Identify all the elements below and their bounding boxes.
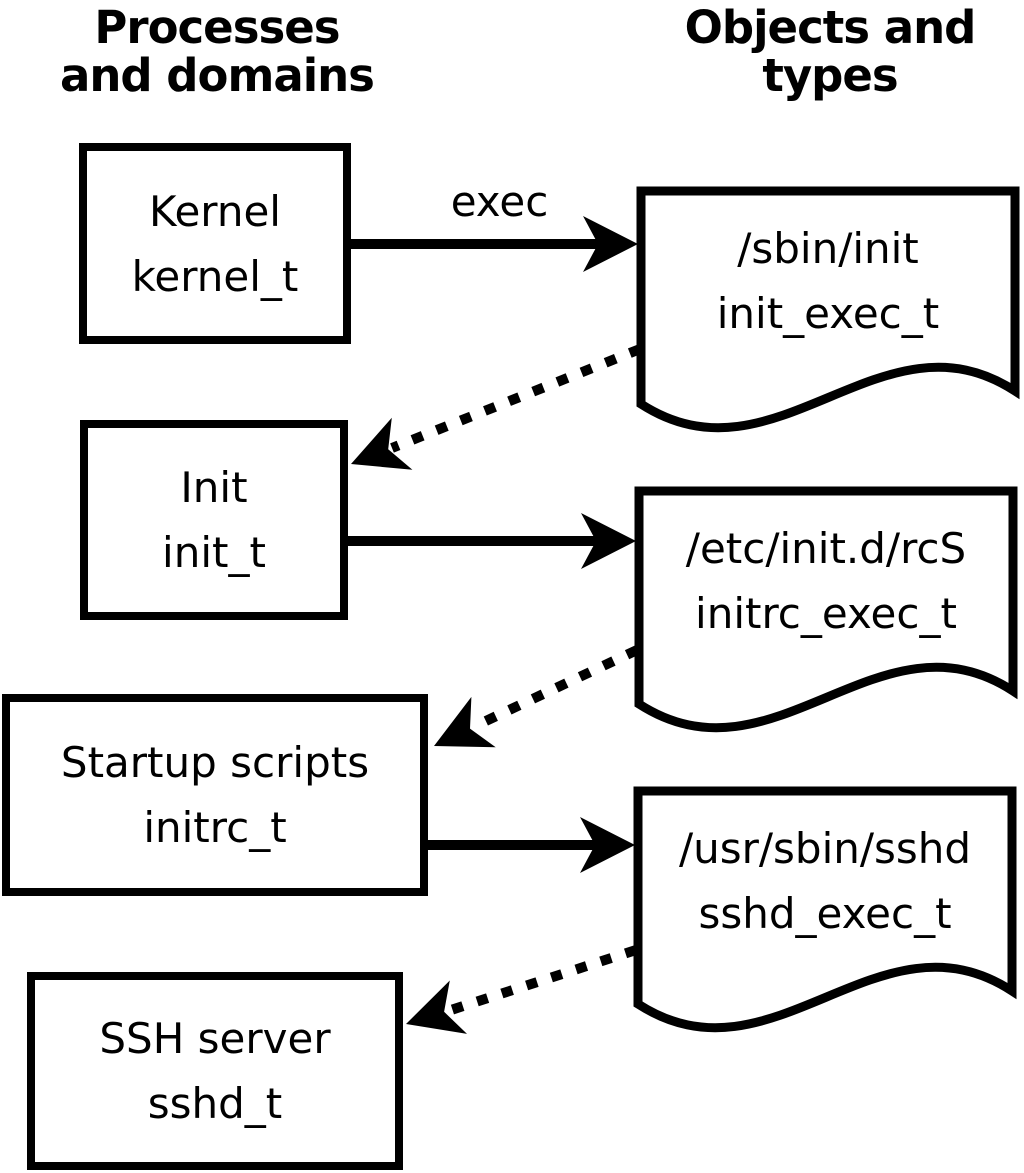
right-column-heading: Objects and types: [635, 4, 1024, 100]
exec-arrowhead-2: [581, 513, 636, 569]
transition-line-sshd: [446, 945, 638, 1016]
transition-line-initrc: [470, 645, 640, 732]
process-domain: sshd_t: [147, 1079, 283, 1128]
exec-arrowhead-3: [580, 817, 635, 873]
process-box-startup-scripts: Startup scripts initrc_t: [2, 694, 428, 896]
process-name: Kernel: [149, 186, 281, 236]
object-label-etc-initd-rcs: /etc/init.d/rcS initrc_exec_t: [634, 516, 1018, 646]
right-heading-line1: Objects and: [684, 1, 977, 54]
process-domain: init_t: [162, 528, 266, 577]
right-heading-line2: types: [762, 49, 898, 102]
document-shape-usr-sbin-sshd: [633, 786, 1017, 1033]
object-type: init_exec_t: [716, 289, 940, 338]
process-domain: initrc_t: [143, 803, 287, 852]
process-domain: kernel_t: [131, 251, 299, 301]
exec-edge-label: exec: [450, 177, 549, 226]
transition-arrowhead-2: [434, 696, 496, 748]
process-name: Init: [180, 463, 248, 512]
process-name: SSH server: [99, 1014, 331, 1063]
exec-arrowhead-1: [583, 216, 638, 272]
process-box-init: Init init_t: [80, 420, 348, 620]
exec-arrows: [348, 216, 638, 873]
transition-line-init: [390, 344, 642, 453]
transition-arrowhead-3: [406, 980, 467, 1034]
transition-arrows: [351, 344, 642, 1034]
process-box-ssh-server: SSH server sshd_t: [27, 972, 403, 1170]
left-heading-line1: Processes: [94, 1, 340, 54]
transition-arrowhead-1: [351, 417, 413, 470]
document-outline: [634, 486, 1018, 733]
document-outline: [633, 786, 1017, 1033]
process-box-kernel: Kernel kernel_t: [79, 143, 351, 344]
document-shape-sbin-init: [636, 186, 1020, 433]
document-shape-etc-initd-rcs: [634, 486, 1018, 733]
object-label-usr-sbin-sshd: /usr/sbin/sshd sshd_exec_t: [633, 816, 1017, 946]
object-label-sbin-init: /sbin/init init_exec_t: [636, 216, 1020, 346]
object-path: /sbin/init: [737, 224, 919, 273]
left-heading-line2: and domains: [60, 49, 375, 102]
object-path: /usr/sbin/sshd: [678, 824, 972, 873]
object-type: sshd_exec_t: [698, 889, 952, 938]
process-name: Startup scripts: [60, 738, 370, 787]
object-path: /etc/init.d/rcS: [685, 524, 967, 573]
document-outline: [636, 186, 1020, 433]
left-column-heading: Processes and domains: [22, 4, 412, 100]
object-type: initrc_exec_t: [695, 589, 957, 638]
